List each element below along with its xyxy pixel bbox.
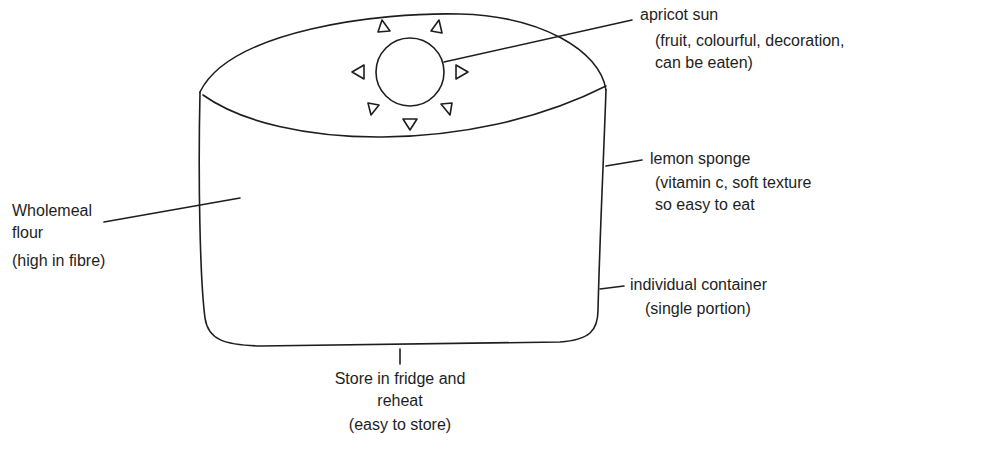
annotation-heading: Store in fridge and reheat bbox=[325, 368, 475, 412]
annotation-note: (easy to store) bbox=[325, 414, 475, 436]
annotation-note: (high in fibre) bbox=[12, 250, 105, 272]
leader-line bbox=[399, 349, 401, 364]
annotation-heading: Wholemeal flour bbox=[12, 200, 104, 244]
leader-line bbox=[600, 286, 624, 289]
container-top-inner-edge bbox=[203, 86, 606, 137]
sun-ray-triangle bbox=[441, 103, 452, 115]
sun-ray-triangle bbox=[352, 65, 364, 79]
sun-ray-triangle bbox=[368, 103, 379, 115]
annotation-note: (single portion) bbox=[645, 298, 751, 320]
sun-ray-triangle bbox=[431, 20, 442, 33]
leader-line bbox=[606, 160, 642, 166]
sun-ray-triangle bbox=[456, 65, 468, 79]
annotation-heading: apricot sun bbox=[640, 4, 718, 26]
container-top-rim bbox=[200, 14, 606, 92]
annotation-note: (fruit, colourful, decoration, can be ea… bbox=[655, 30, 845, 74]
annotation-note: (vitamin c, soft texture so easy to eat bbox=[655, 172, 825, 216]
sun-ray-triangle bbox=[403, 119, 417, 130]
leader-line bbox=[444, 20, 632, 62]
annotation-heading: individual container bbox=[630, 274, 767, 296]
sun-ray-triangle bbox=[378, 20, 390, 32]
container-body bbox=[199, 90, 606, 346]
apricot-circle bbox=[376, 38, 444, 106]
annotation-heading: lemon sponge bbox=[650, 148, 751, 170]
leader-line bbox=[104, 198, 240, 222]
